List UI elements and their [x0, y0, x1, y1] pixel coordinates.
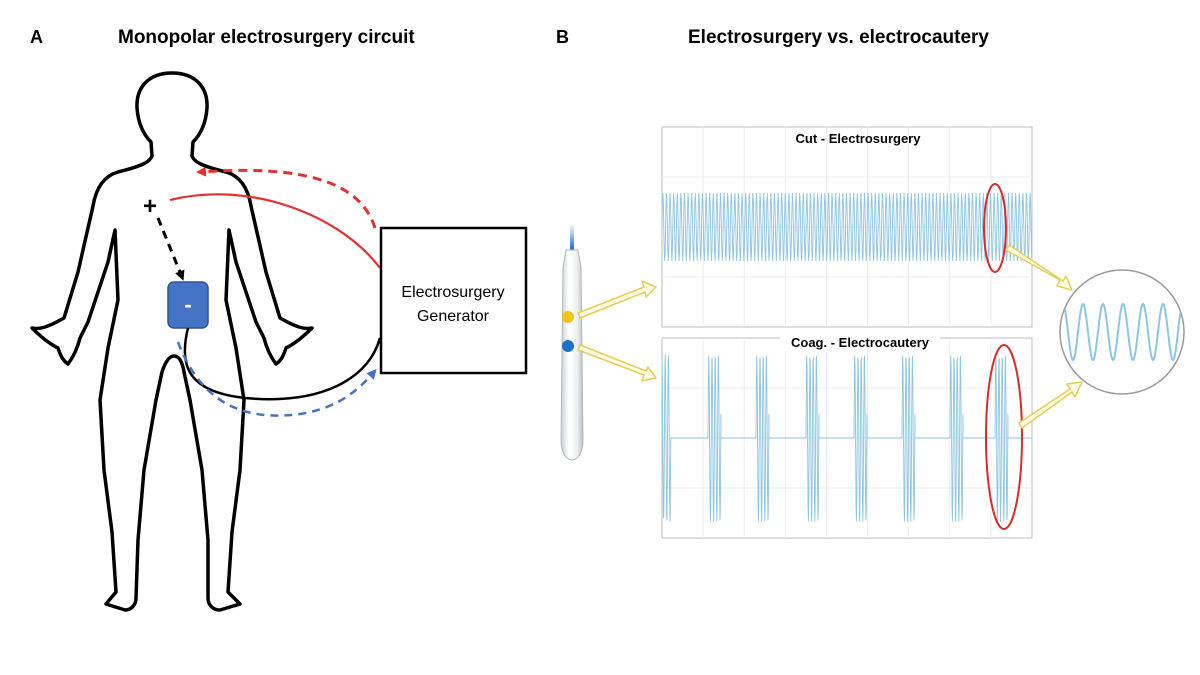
electrosurgery-generator-box: [379, 226, 528, 375]
panel-a-letter: A: [30, 27, 43, 47]
active-electrode-positive-symbol: +: [143, 193, 157, 220]
return-pad-negative-symbol: -: [184, 292, 191, 317]
active-electrode-wire: [169, 193, 381, 269]
coag-chart-title: Coag. - Electrocautery: [791, 335, 930, 350]
cut-chart-gridlines: [662, 127, 1032, 327]
electrosurgical-pencil-icon: [560, 224, 584, 461]
generator-label-line1: Electrosurgery: [401, 284, 504, 301]
cut-button-callout-arrow: [577, 280, 657, 319]
coag-waveform-trace: [662, 353, 1032, 523]
return-electrode-wire: [183, 327, 382, 401]
active-current-arrow: [196, 166, 377, 229]
cut-highlight-ellipse: [983, 183, 1007, 273]
panel-a-title: Monopolar electrosurgery circuit: [118, 27, 415, 48]
coag-highlight-ellipse: [985, 344, 1023, 530]
generator-label-line2: Generator: [417, 308, 490, 325]
zoomed-waveform-inset: [1059, 269, 1185, 395]
return-current-arrow: [176, 341, 377, 417]
cut-waveform-trace: [662, 192, 1032, 262]
coag-button-callout-arrow: [577, 344, 657, 382]
coag-waveform-chart: Coag. - Electrocautery: [661, 334, 1033, 539]
panel-b-letter: B: [556, 27, 569, 47]
zoomed-sine-trace: [1060, 302, 1184, 362]
coag-zoom-callout-arrow: [1018, 381, 1083, 429]
cut-zoom-callout-arrow: [1005, 244, 1073, 291]
cut-button-icon: [562, 311, 574, 323]
cut-waveform-chart: Cut - Electrosurgery: [661, 126, 1033, 328]
current-flow-through-body-arrow: [156, 217, 185, 281]
cut-chart-title: Cut - Electrosurgery: [796, 131, 922, 146]
coag-button-icon: [562, 340, 574, 352]
human-body-outline-icon: [30, 71, 314, 612]
panel-b-title: Electrosurgery vs. electrocautery: [688, 27, 989, 48]
